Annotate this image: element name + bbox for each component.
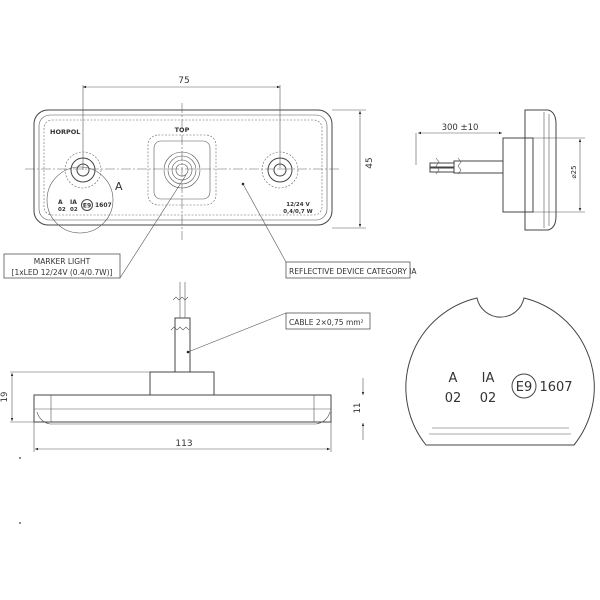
marker-light-spec: [1xLED 12/24V (0.4/0.7W)] <box>12 268 113 277</box>
mounting-hole-right <box>261 151 299 189</box>
dim-total-height: 19 <box>0 392 10 403</box>
detail-mark-a: A <box>449 371 458 386</box>
e-mark: E9 <box>83 203 91 210</box>
detail-a-view: A 02 IA 02 E9 1607 <box>405 297 595 446</box>
detail-a-circle <box>46 166 114 234</box>
marker-light-callout: MARKER LIGHT <box>34 257 91 266</box>
dim-height: 45 <box>365 157 375 168</box>
dim-length: 113 <box>175 439 192 449</box>
reflective-callout: REFLECTIVE DEVICE CATEGORY IA <box>289 267 417 276</box>
e-mark-circle <box>81 199 93 211</box>
detail-e-mark-circle <box>511 373 537 399</box>
detail-mark-ia: IA <box>482 371 495 386</box>
mark-ia: IA <box>70 199 77 206</box>
dim-body-height: 11 <box>353 403 363 414</box>
callouts: MARKER LIGHT [1xLED 12/24V (0.4/0.7W)] R… <box>3 174 417 354</box>
side-view: 300 ±10 ⌀25 <box>415 109 585 231</box>
dim-diameter: ⌀25 <box>570 165 578 178</box>
mark-ia-num: 02 <box>70 207 78 213</box>
dim-cable-length: 300 ±10 <box>442 123 479 133</box>
cable-callout: CABLE 2×0,75 mm² <box>289 318 364 327</box>
mounting-hole-left <box>64 151 102 189</box>
brand-label: HORPOL <box>50 128 80 136</box>
bottom-view: 19 11 113 <box>0 282 365 524</box>
mark-a-num: 02 <box>58 207 66 213</box>
detail-mark-ia-num: 02 <box>480 391 497 406</box>
detail-e-mark: E9 <box>516 380 533 395</box>
led-lens <box>147 134 217 206</box>
front-view: A HORPOL TOP A 02 IA 02 E9 1607 12/24 V … <box>25 76 375 240</box>
approval-number: 1607 <box>95 202 112 209</box>
dim-width: 75 <box>178 76 189 86</box>
top-label: TOP <box>175 126 190 134</box>
detail-approval-number: 1607 <box>539 380 572 395</box>
detail-mark-a-num: 02 <box>445 391 462 406</box>
voltage-label: 12/24 V <box>286 202 310 208</box>
power-label: 0,4/0,7 W <box>283 209 312 215</box>
detail-ref-label: A <box>115 180 123 193</box>
mark-a: A <box>58 199 63 206</box>
